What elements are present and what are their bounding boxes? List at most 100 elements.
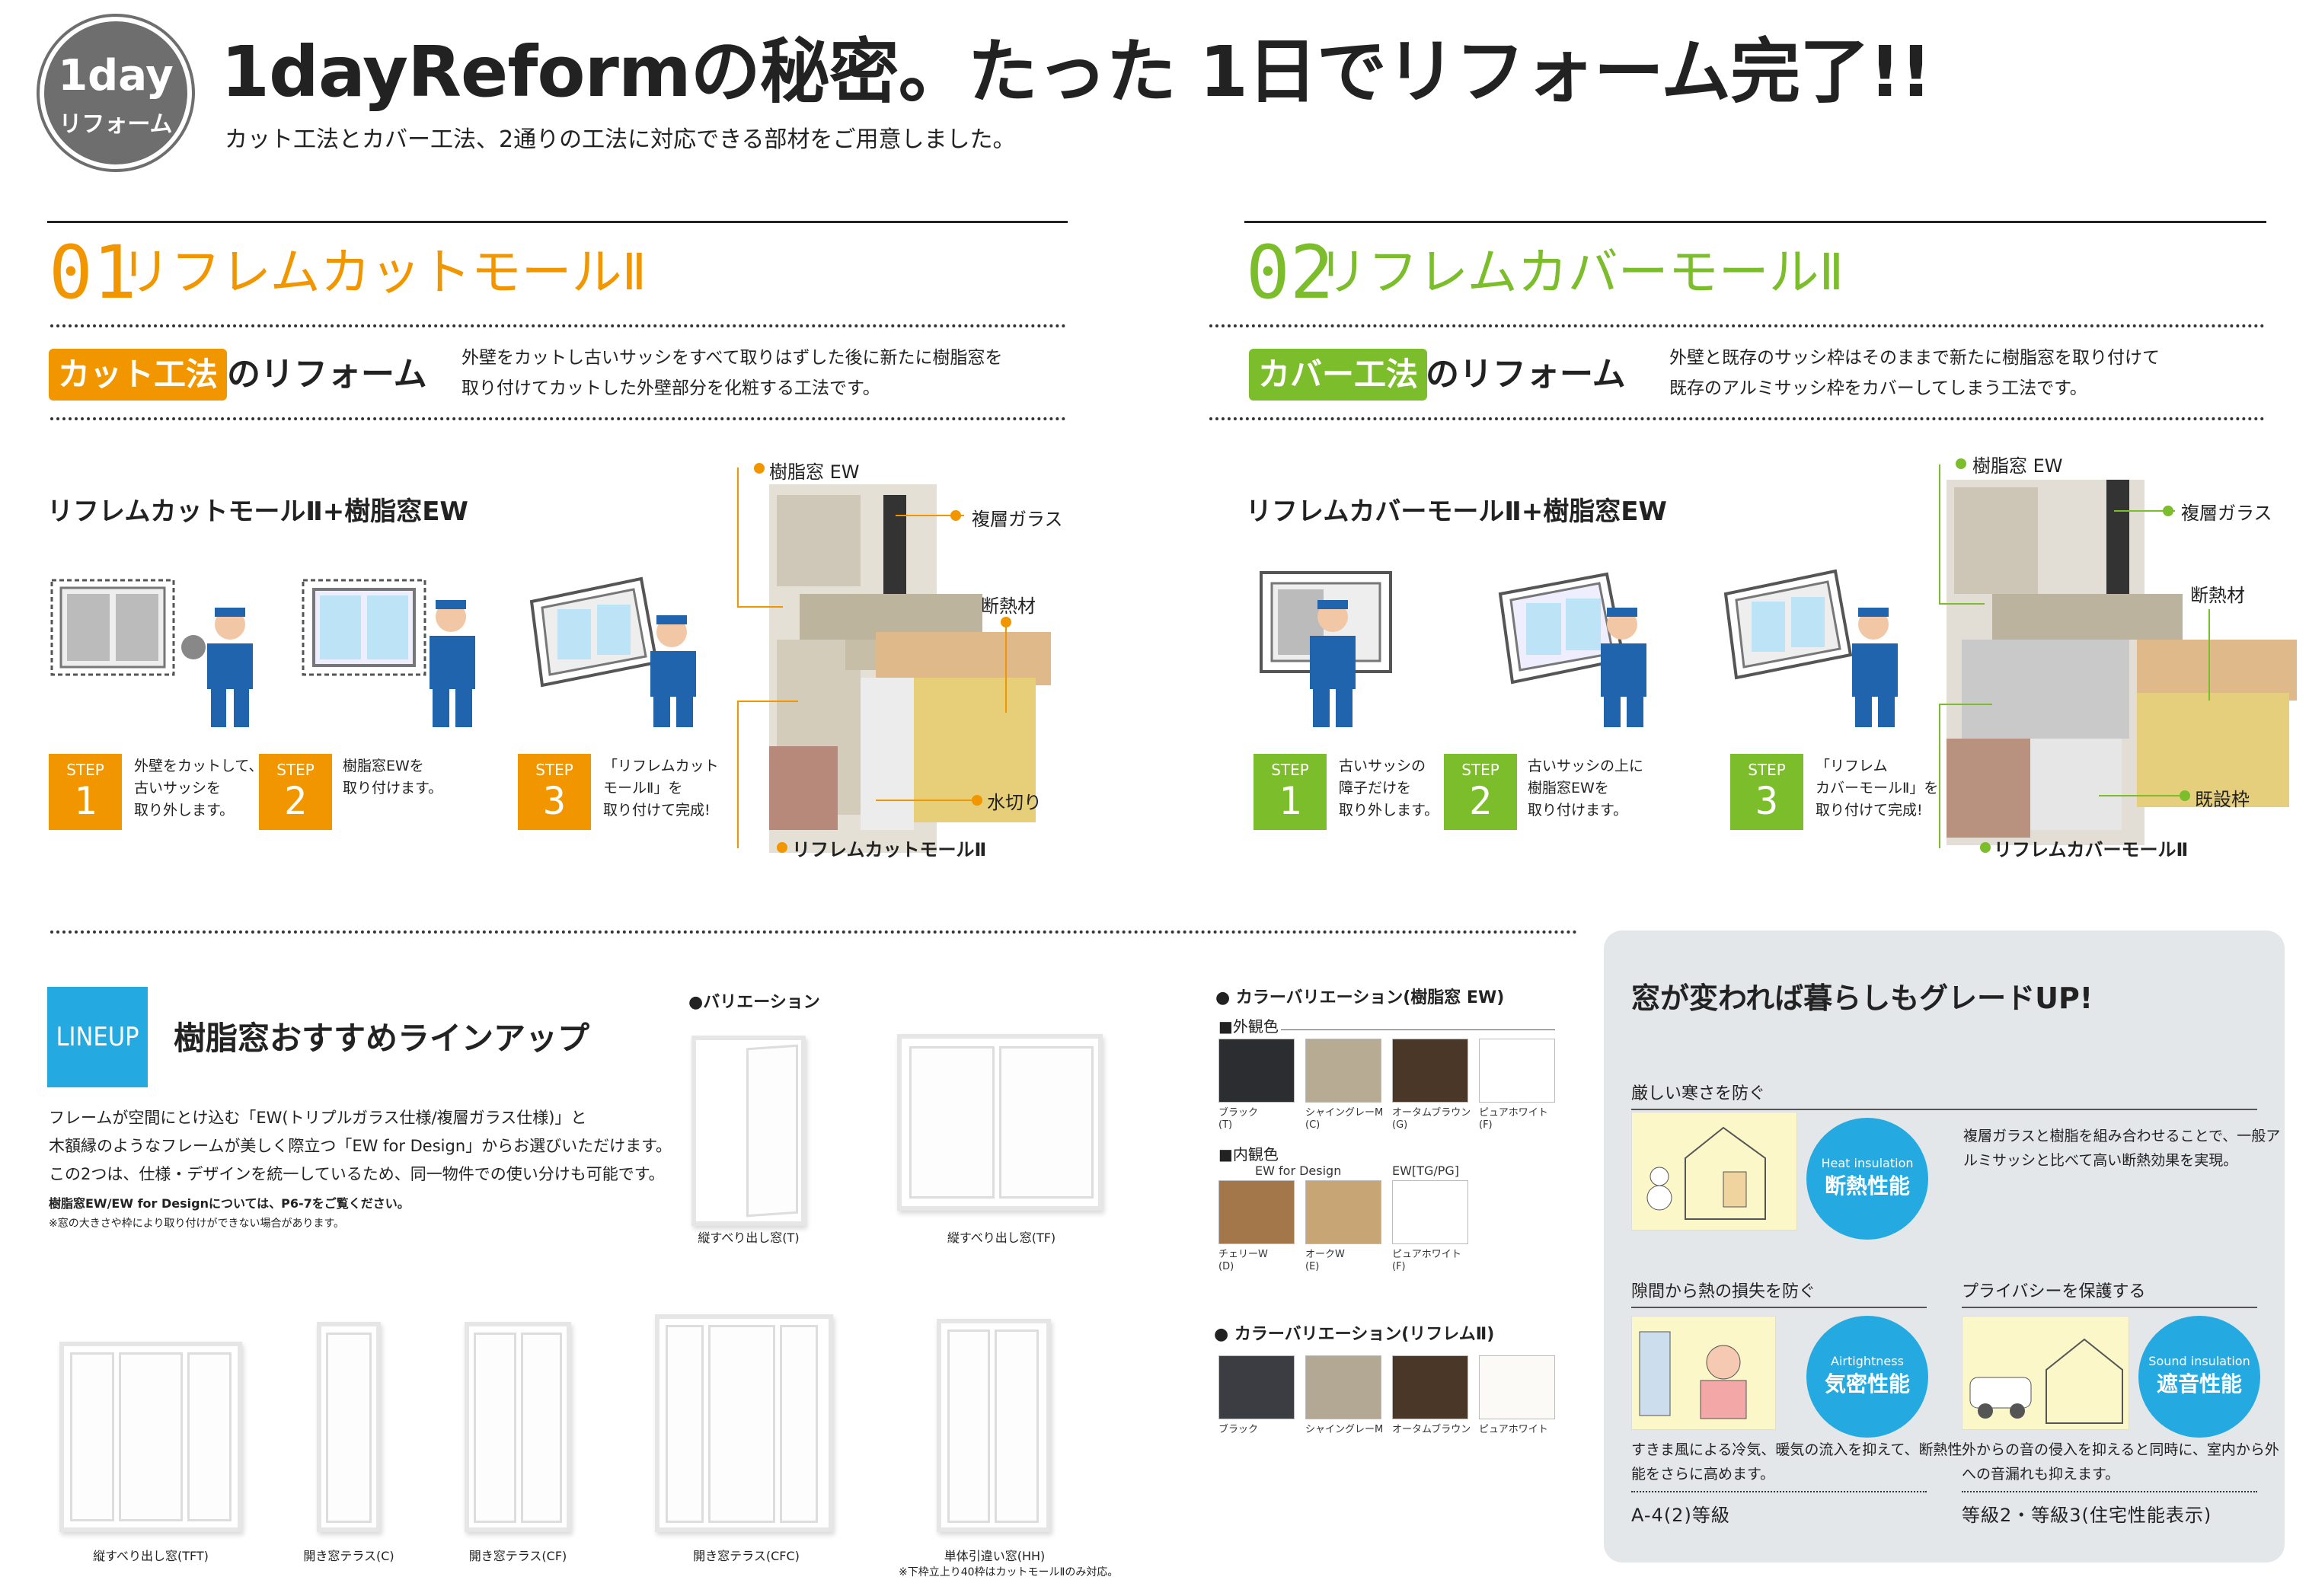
- day-badge: 1day リフォーム: [40, 17, 192, 169]
- step-text-line: 「リフレムカット: [603, 758, 719, 774]
- section2-name: リフレムカバーモールⅡ: [1317, 243, 1844, 302]
- section2-top-rule: [1244, 221, 2266, 223]
- callout-line: [876, 800, 975, 801]
- window-hh-note: ※下枠立上り40枠はカットモールⅡのみ対応。: [899, 1566, 1119, 1578]
- section2-step2-text: 古いサッシの上に 樹脂窓EWを 取り付けます。: [1528, 755, 1643, 822]
- callout-existing-frame: 既設枠: [2195, 789, 2250, 810]
- person-warm-image: [1639, 1331, 1747, 1419]
- callout-line: [1939, 704, 1940, 848]
- section1-step1-text: 外壁をカットして、 古いサッシを 取り外します。: [134, 755, 263, 822]
- callout-dot: [1980, 842, 1991, 853]
- air-text-2: 能をさらに高めます。: [1631, 1466, 1775, 1483]
- step2-illustration: [302, 579, 475, 727]
- section1-cross-section: [769, 484, 1051, 853]
- callout-line: [896, 515, 964, 516]
- heat-text-2: ルミサッシと比べて高い断熱効果を実現。: [1963, 1152, 2238, 1169]
- section2-heading: リフレムカバーモールⅡ+樹脂窓EW: [1246, 496, 1667, 527]
- ew-for-design-label: EW for Design: [1255, 1163, 1342, 1178]
- swatch-name: チェリーW: [1218, 1249, 1268, 1260]
- badge-en: Heat insulation: [1821, 1156, 1914, 1170]
- step-number: 3: [542, 779, 567, 823]
- step-label: STEP: [1271, 761, 1309, 779]
- window-tft-label: 縦すべり出し窓(TFT): [93, 1549, 209, 1563]
- swatch-code: (C): [1305, 1119, 1321, 1131]
- callout-insulation: 断熱材: [981, 595, 1036, 617]
- section1-top-rule: [47, 221, 1068, 223]
- step-text-line: 外壁をカットして、: [134, 758, 263, 774]
- step-text-line: 古いサッシの: [1339, 758, 1426, 774]
- page-title: 1dayReformの秘密。たった 1日でリフォーム完了!!: [221, 31, 1932, 113]
- air-text-1: すきま風による冷気、暖気の流入を抑えて、断熱性: [1631, 1441, 1962, 1458]
- section2-number: 02: [1246, 230, 1334, 315]
- ew-tg-label: EW[TG/PG]: [1392, 1163, 1460, 1178]
- swatch-name: ピュアホワイト: [1479, 1107, 1548, 1119]
- window-c-label: 開き窓テラス(C): [303, 1549, 394, 1563]
- step-label: STEP: [1748, 761, 1786, 779]
- callout-resin-window: 樹脂窓 EW: [1972, 455, 2063, 477]
- lineup-text-1: フレームが空間にとけ込む「EW(トリプルガラス仕様/複層ガラス仕様)」と: [49, 1109, 587, 1127]
- sound-dotted-rule: [1962, 1491, 2257, 1492]
- callout-line: [1939, 464, 1940, 605]
- sound-grade: 等級2・等級3(住宅性能表示): [1962, 1505, 2212, 1526]
- step-number: 1: [73, 779, 97, 823]
- exterior-swatch: [1479, 1039, 1555, 1103]
- heat-subheading: 厳しい寒さを防ぐ: [1631, 1080, 2257, 1110]
- step-text-line: 取り外します。: [1339, 802, 1439, 819]
- section2-method-tag: カバー工法: [1249, 349, 1428, 401]
- section1-step2-text: 樹脂窓EWを 取り付けます。: [343, 755, 442, 800]
- callout-line: [737, 468, 739, 608]
- window-cf-image: [465, 1322, 571, 1532]
- step3-illustration: [1723, 569, 1898, 727]
- callout-line: [1939, 603, 1985, 605]
- section2-step-illustrations: [1260, 569, 1898, 727]
- interior-label: ■内観色: [1218, 1145, 1279, 1163]
- reflem-swatch: [1392, 1355, 1468, 1419]
- swatch-code: (E): [1305, 1261, 1320, 1272]
- step-text-line: 樹脂窓EWを: [1528, 780, 1609, 796]
- step-label: STEP: [535, 761, 573, 779]
- lineup-text-3: この2つは、仕様・デザインを統一しているため、同一物件での使い分けも可能です。: [49, 1165, 665, 1183]
- sound-illustration: [1962, 1316, 2129, 1430]
- window-tf-image: [897, 1034, 1103, 1211]
- section2-dotted-rule: [1209, 324, 2265, 327]
- sound-subheading: プライバシーを保護する: [1962, 1278, 2257, 1308]
- callout-double-glass: 複層ガラス: [2181, 503, 2272, 524]
- section2-step2-badge: STEP 2: [1444, 754, 1517, 830]
- window-cf-label: 開き窓テラス(CF): [468, 1549, 567, 1563]
- air-grade: A-4(2)等級: [1631, 1505, 1730, 1526]
- lineup-note-2: ※窓の大きさや枠により取り付けができない場合があります。: [49, 1218, 345, 1230]
- callout-line: [737, 701, 739, 848]
- step3-illustration: [529, 576, 696, 727]
- callout-dot: [777, 842, 787, 853]
- window-hh-label: 単体引違い窓(HH): [944, 1549, 1046, 1563]
- step-text-line: 樹脂窓EWを: [343, 758, 424, 774]
- exterior-swatch: [1392, 1039, 1468, 1103]
- step-number: 3: [1755, 779, 1779, 823]
- house-snowman-image: [1646, 1126, 1766, 1220]
- reflem-swatch: [1479, 1355, 1555, 1419]
- step-text-line: カバーモールⅡ」を: [1816, 780, 1939, 796]
- color-reflem-title: ● カラーバリエーション(リフレムⅡ): [1214, 1325, 1495, 1344]
- interior-swatch-label: ピュアホワイト(F): [1392, 1249, 1461, 1273]
- benefits-panel: [1604, 930, 2285, 1562]
- air-subheading: 隙間から熱の損失を防ぐ: [1631, 1278, 1927, 1308]
- section1-tag-suffix: のリフォーム: [227, 355, 427, 394]
- swatch-name: ピュアホワイト: [1392, 1249, 1461, 1260]
- callout-line: [1005, 621, 1007, 713]
- section1-step2-badge: STEP 2: [259, 754, 332, 830]
- car-house-image: [1969, 1338, 2123, 1424]
- step-text-line: 取り付けて完成!: [1816, 802, 1923, 819]
- badge-top-text: 1day: [58, 51, 174, 101]
- callout-drip: 水切り: [987, 792, 1042, 813]
- sound-text-1: 外からの音の侵入を抑えると同時に、室内から外: [1962, 1441, 2279, 1458]
- exterior-swatch-label: オータムブラウン(G): [1392, 1107, 1471, 1132]
- section1-dotted-rule-2: [50, 417, 1066, 420]
- window-t-image: [691, 1036, 806, 1226]
- lineup-title: 樹脂窓おすすめラインアップ: [174, 1020, 590, 1057]
- step-text-line: 「リフレム: [1816, 758, 1888, 774]
- exterior-swatch-label: ブラック(T): [1218, 1107, 1258, 1132]
- callout-cover-mould: リフレムカバーモールⅡ: [1994, 839, 2189, 860]
- reflem-swatch: [1305, 1355, 1381, 1419]
- step-number: 1: [1278, 779, 1302, 823]
- step1-illustration: [1260, 571, 1392, 727]
